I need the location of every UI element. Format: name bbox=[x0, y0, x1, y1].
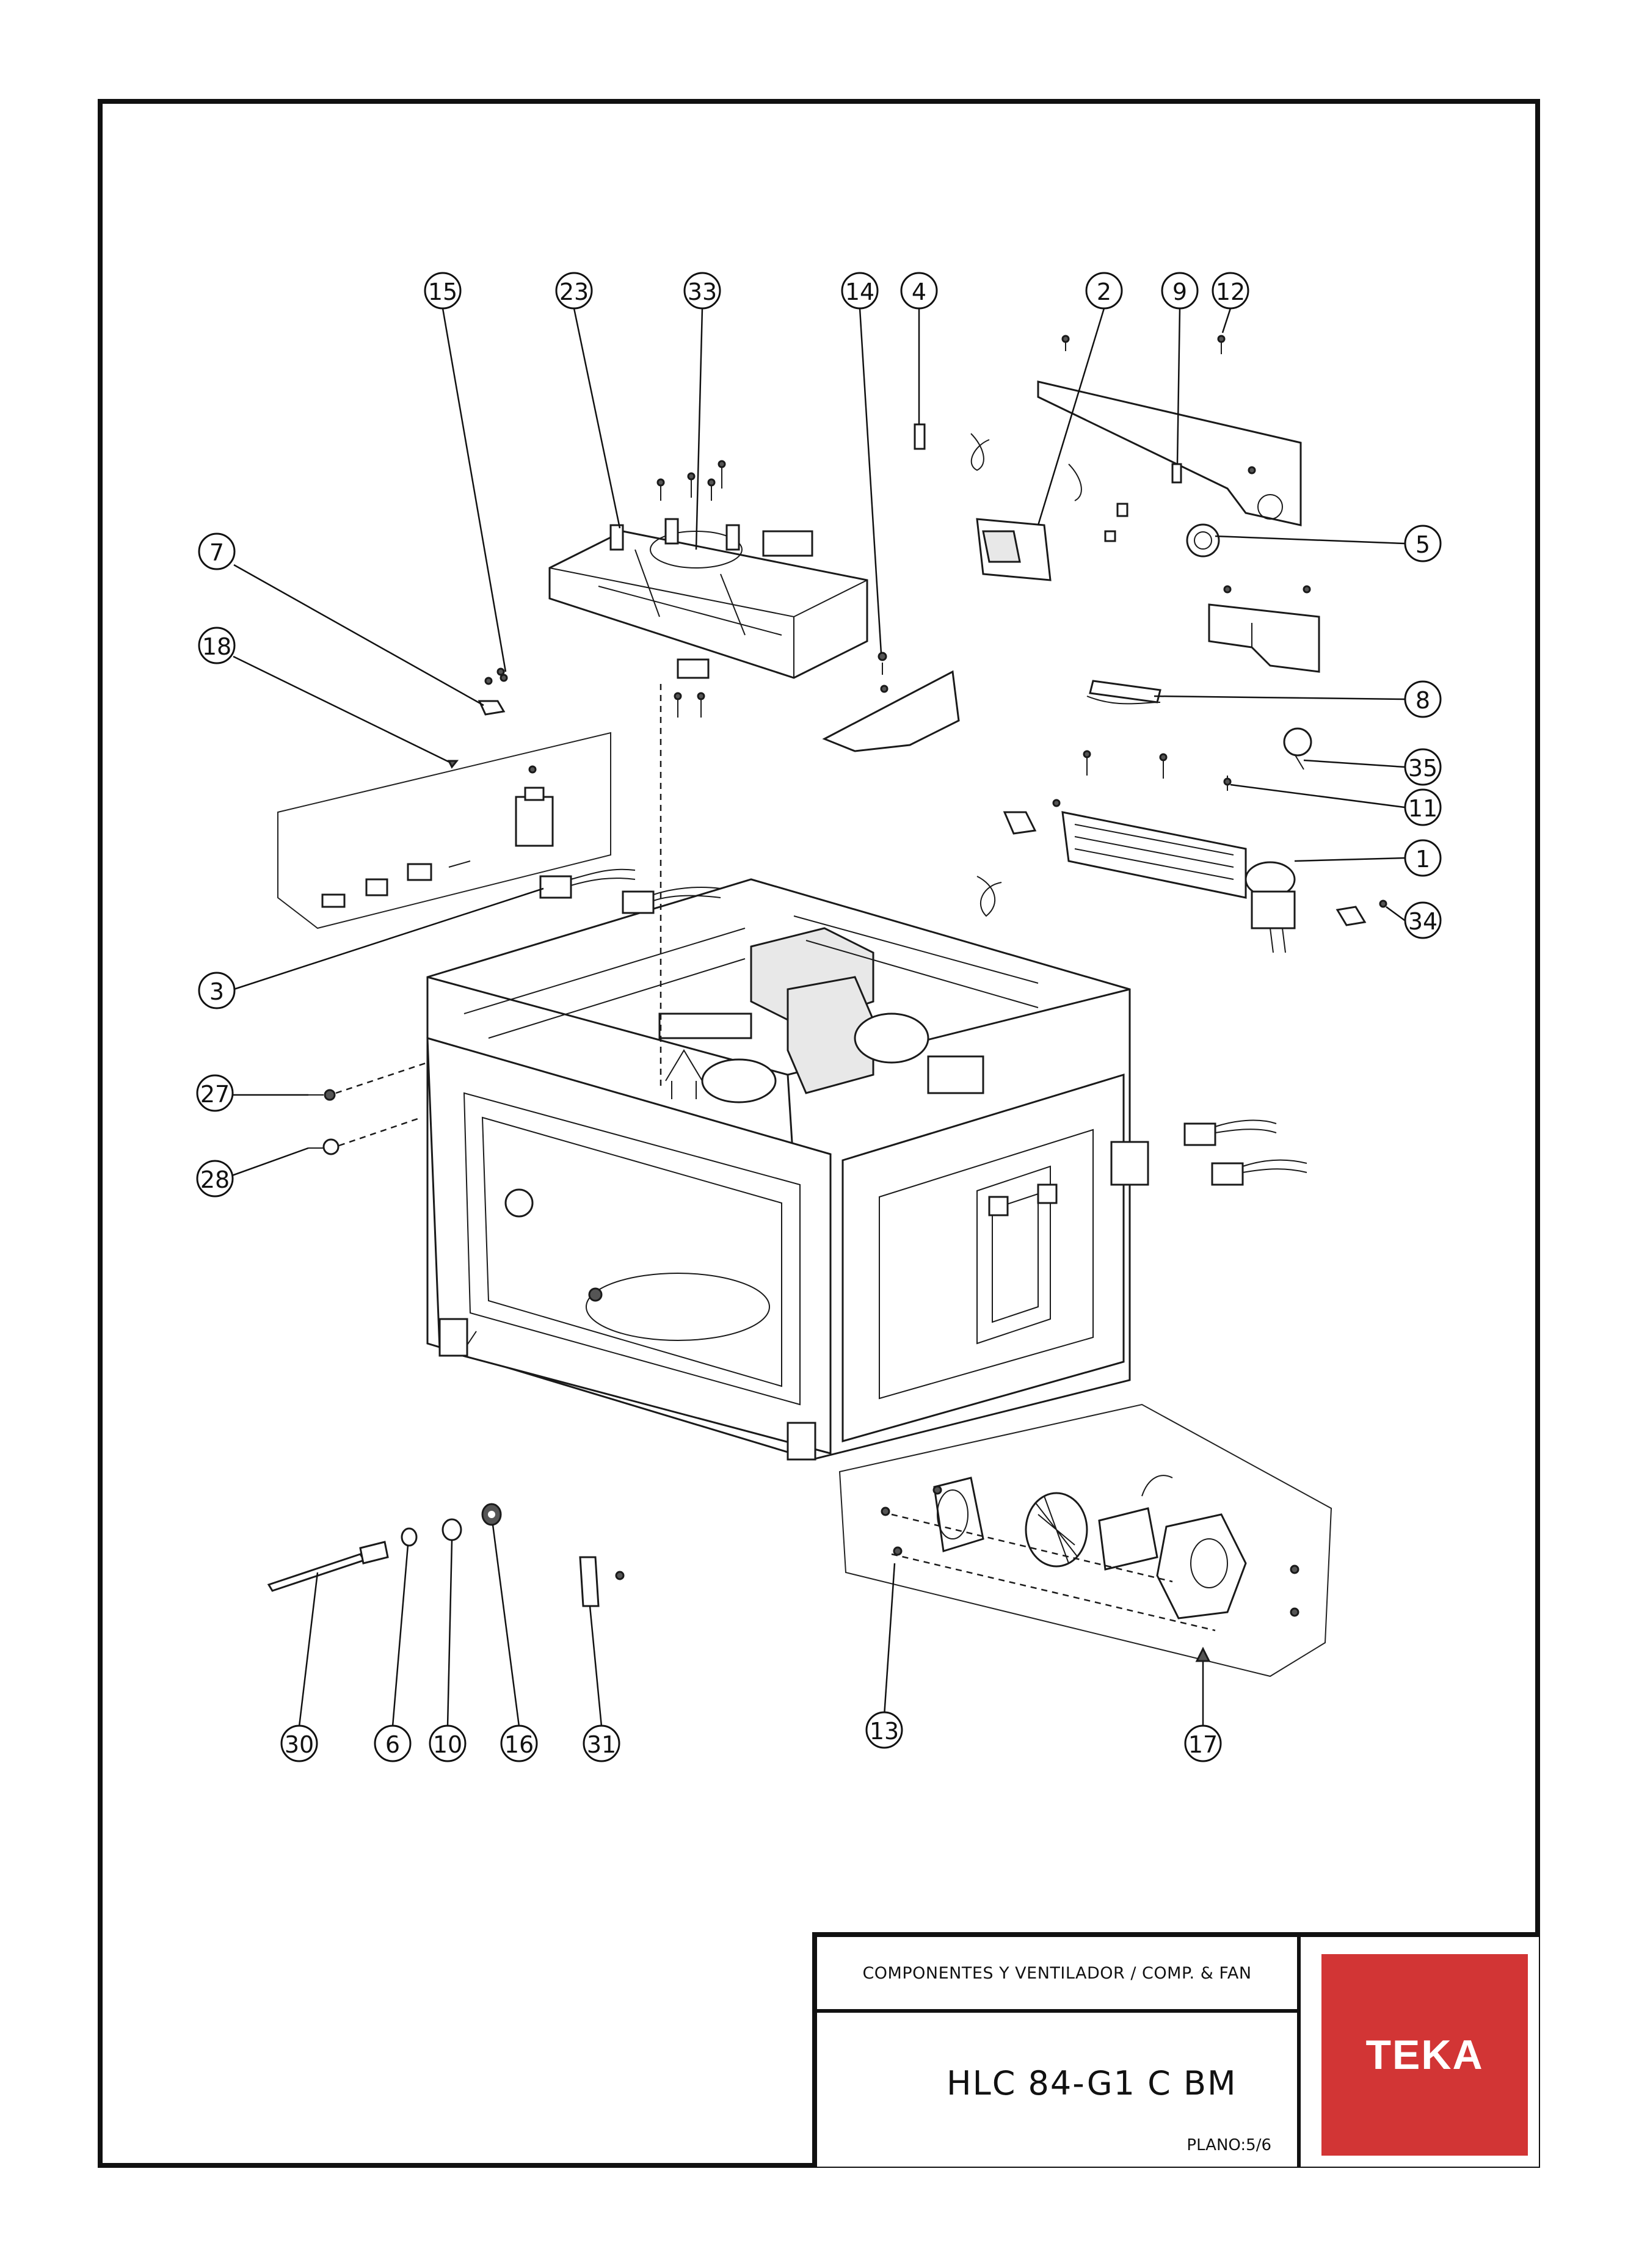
svg-text:8: 8 bbox=[1416, 687, 1430, 714]
connector-plugs bbox=[539, 868, 1307, 1186]
crossflow-fan bbox=[1003, 750, 1387, 953]
callout-31: 31 bbox=[583, 1725, 620, 1762]
callout-5: 5 bbox=[1404, 525, 1442, 562]
leader-lines bbox=[231, 308, 1405, 1727]
callout-11: 11 bbox=[1404, 788, 1442, 826]
control-board bbox=[976, 503, 1220, 581]
svg-text:11: 11 bbox=[1408, 795, 1437, 822]
plan-number: PLANO:5/6 bbox=[1187, 2136, 1271, 2154]
mounting-rail bbox=[1037, 335, 1302, 526]
bracket-parts bbox=[914, 423, 1082, 917]
callout-9: 9 bbox=[1161, 272, 1199, 310]
callout-4: 4 bbox=[900, 272, 938, 310]
clip-part bbox=[579, 1556, 625, 1607]
model-cell: HLC 84-G1 C BM PLANO:5/6 bbox=[817, 2013, 1301, 2167]
fan-guide-part bbox=[822, 652, 960, 752]
svg-text:27: 27 bbox=[200, 1081, 230, 1108]
callout-28: 28 bbox=[196, 1160, 234, 1198]
brand-name: TEKA bbox=[1365, 2032, 1484, 2078]
logo-cell: TEKA bbox=[1301, 1937, 1539, 2167]
svg-text:14: 14 bbox=[845, 278, 874, 305]
callout-7: 7 bbox=[198, 532, 236, 570]
drawing-description: COMPONENTES Y VENTILADOR / COMP. & FAN bbox=[817, 1937, 1301, 2013]
svg-text:33: 33 bbox=[688, 278, 717, 305]
callout-30: 30 bbox=[280, 1725, 318, 1762]
svg-text:35: 35 bbox=[1408, 755, 1437, 782]
leader-arrows bbox=[447, 760, 1211, 1662]
title-block: COMPONENTES Y VENTILADOR / COMP. & FAN H… bbox=[812, 1932, 1539, 2167]
callout-18: 18 bbox=[198, 627, 236, 664]
svg-text:1: 1 bbox=[1416, 846, 1430, 873]
svg-text:18: 18 bbox=[202, 633, 231, 660]
svg-text:6: 6 bbox=[385, 1731, 400, 1758]
svg-text:28: 28 bbox=[200, 1166, 230, 1193]
callout-23: 23 bbox=[555, 272, 593, 310]
svg-text:17: 17 bbox=[1188, 1731, 1218, 1758]
callout-13: 13 bbox=[865, 1711, 903, 1749]
top-screws bbox=[656, 460, 726, 718]
svg-text:13: 13 bbox=[870, 1718, 899, 1745]
spit-shaft-parts bbox=[267, 1503, 502, 1592]
top-cover-part bbox=[548, 518, 868, 679]
svg-text:34: 34 bbox=[1408, 908, 1437, 935]
svg-text:4: 4 bbox=[912, 278, 926, 305]
door-switch-group bbox=[277, 667, 611, 929]
svg-text:30: 30 bbox=[285, 1731, 314, 1758]
svg-text:16: 16 bbox=[504, 1731, 534, 1758]
callout-35: 35 bbox=[1404, 748, 1442, 786]
svg-text:23: 23 bbox=[559, 278, 589, 305]
svg-text:10: 10 bbox=[433, 1731, 462, 1758]
clamp-part bbox=[1283, 727, 1312, 770]
convection-fan-group bbox=[838, 1403, 1332, 1677]
model-name: HLC 84-G1 C BM bbox=[947, 2064, 1237, 2103]
callout-3: 3 bbox=[198, 972, 236, 1009]
oven-cavity bbox=[426, 878, 1131, 1461]
side-screws bbox=[308, 1061, 428, 1155]
svg-text:3: 3 bbox=[209, 978, 224, 1005]
svg-text:7: 7 bbox=[209, 539, 224, 566]
svg-text:31: 31 bbox=[587, 1731, 616, 1758]
callout-1: 1 bbox=[1404, 839, 1442, 877]
callout-27: 27 bbox=[196, 1074, 234, 1112]
callout-33: 33 bbox=[683, 272, 721, 310]
callout-2: 2 bbox=[1085, 272, 1123, 310]
svg-text:5: 5 bbox=[1416, 531, 1430, 558]
callout-12: 12 bbox=[1212, 272, 1249, 310]
shield-bracket bbox=[1208, 585, 1320, 673]
callout-15: 15 bbox=[424, 272, 462, 310]
callout-17: 17 bbox=[1184, 1725, 1222, 1762]
callout-6: 6 bbox=[374, 1725, 412, 1762]
callout-34: 34 bbox=[1404, 901, 1442, 939]
callout-14: 14 bbox=[841, 272, 879, 310]
svg-text:15: 15 bbox=[428, 278, 457, 305]
svg-text:9: 9 bbox=[1172, 278, 1187, 305]
teka-logo: TEKA bbox=[1321, 1954, 1528, 2156]
svg-text:12: 12 bbox=[1216, 278, 1245, 305]
callout-16: 16 bbox=[500, 1725, 538, 1762]
heater-element bbox=[1086, 680, 1161, 705]
callout-10: 10 bbox=[429, 1725, 467, 1762]
callout-8: 8 bbox=[1404, 680, 1442, 718]
svg-text:2: 2 bbox=[1097, 278, 1111, 305]
